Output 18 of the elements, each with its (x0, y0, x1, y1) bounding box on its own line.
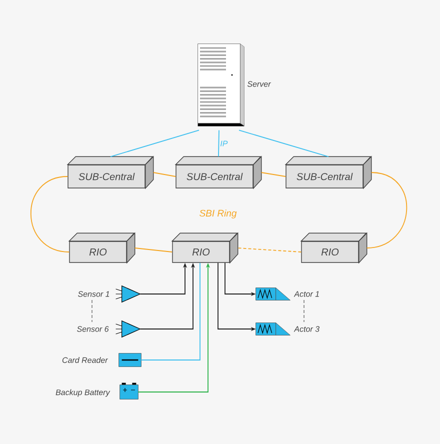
connector (140, 262, 200, 360)
actor-label: Actor 1 (294, 291, 319, 297)
connector (237, 248, 302, 252)
connector (152, 172, 176, 177)
connector (260, 172, 286, 177)
server-label: Server (247, 81, 272, 87)
ring-label: SBI Ring (200, 210, 237, 218)
actor-label: Actor 3 (294, 326, 320, 332)
connector (110, 130, 200, 158)
connector (218, 130, 220, 158)
connector (238, 130, 329, 158)
sensor-label: Sensor 6 (77, 326, 109, 332)
connector (366, 172, 408, 248)
connector (30, 176, 70, 252)
device-label: Backup Battery (56, 389, 110, 397)
edge-label: IP (220, 140, 228, 146)
sensor-label: Sensor 1 (78, 291, 110, 297)
device-label: Card Reader (62, 357, 108, 363)
